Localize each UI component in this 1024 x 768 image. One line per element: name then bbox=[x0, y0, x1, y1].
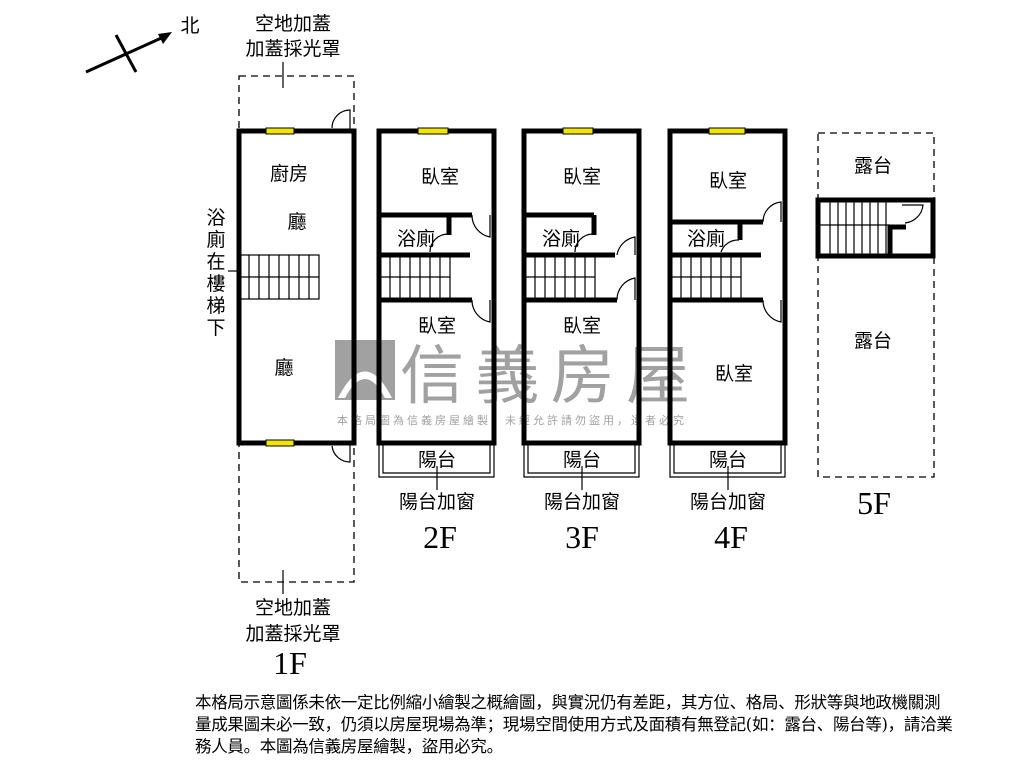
watermark-brand: 信義房屋 bbox=[400, 340, 690, 414]
room-bedroom-back: 臥室 bbox=[563, 315, 601, 337]
1f-bottom-note-2: 加蓋採光罩 bbox=[245, 623, 340, 645]
balcony-note: 陽台加窗 bbox=[544, 491, 620, 513]
balcony-note: 陽台加窗 bbox=[399, 491, 475, 513]
room-balcony: 陽台 bbox=[709, 449, 747, 471]
floor-label-5f: 5F bbox=[857, 485, 891, 521]
balcony-note: 陽台加窗 bbox=[690, 491, 766, 513]
room-balcony: 陽台 bbox=[563, 449, 601, 471]
1f-top-note-2: 加蓋採光罩 bbox=[245, 38, 340, 60]
window bbox=[265, 127, 295, 135]
terrace-back: 露台 bbox=[854, 330, 892, 352]
room-bath: 浴廁 bbox=[542, 227, 580, 250]
floor-label-1f: 1F bbox=[273, 645, 307, 681]
floor-5f: 露台 露台 5F bbox=[815, 132, 936, 521]
room-bath: 浴廁 bbox=[687, 227, 725, 250]
floor-label-4f: 4F bbox=[714, 519, 748, 555]
stairs bbox=[228, 254, 320, 300]
room-living-upper: 廳 bbox=[287, 211, 306, 233]
room-bath: 浴廁 bbox=[397, 227, 435, 250]
floor-label-3f: 3F bbox=[565, 519, 599, 555]
svg-text:下: 下 bbox=[206, 317, 225, 339]
floor-label-2f: 2F bbox=[423, 519, 457, 555]
bath-under-stairs-note: 浴 廁 在 樓 梯 下 bbox=[206, 207, 225, 339]
north-arrow: 北 bbox=[85, 15, 200, 74]
window bbox=[265, 439, 295, 447]
room-living-lower: 廳 bbox=[274, 357, 293, 379]
floor-1f: 空地加蓋 加蓋採光罩 廚房 廳 廳 浴 廁 在 樓 梯 下 空地加蓋 加蓋採光罩… bbox=[206, 13, 357, 681]
svg-text:樓: 樓 bbox=[206, 273, 225, 295]
svg-text:浴: 浴 bbox=[206, 207, 225, 229]
floor-4f: 臥室 浴廁 臥室 陽台 陽台加窗 4F bbox=[667, 127, 788, 555]
room-kitchen: 廚房 bbox=[270, 162, 308, 185]
disclaimer: 本格局示意圖係未依一定比例縮小繪製之概繪圖，與實況仍有差距，其方位、格局、形狀等… bbox=[195, 693, 953, 756]
room-bedroom-back: 臥室 bbox=[418, 315, 456, 337]
floor-3f: 臥室 浴廁 臥室 陽台 陽台加窗 3F bbox=[521, 127, 642, 555]
door bbox=[331, 109, 351, 131]
room-balcony: 陽台 bbox=[418, 449, 456, 471]
svg-text:廁: 廁 bbox=[206, 228, 225, 251]
brand-logo bbox=[335, 340, 395, 400]
watermark-notice: 本格局圖為信義房屋繪製，未經允許請勿盜用，違者必究 bbox=[337, 413, 687, 427]
room-bedroom-front: 臥室 bbox=[563, 166, 601, 188]
room-bedroom-back: 臥室 bbox=[715, 363, 753, 385]
terrace-front: 露台 bbox=[854, 155, 892, 177]
room-bedroom-front: 臥室 bbox=[709, 170, 747, 192]
svg-text:在: 在 bbox=[206, 251, 225, 273]
room-bedroom-front: 臥室 bbox=[421, 166, 459, 188]
svg-text:梯: 梯 bbox=[206, 295, 225, 317]
north-label: 北 bbox=[180, 15, 199, 37]
door bbox=[331, 443, 351, 463]
1f-top-note-1: 空地加蓋 bbox=[255, 13, 331, 35]
1f-bottom-note-1: 空地加蓋 bbox=[255, 597, 331, 619]
floor-2f: 臥室 浴廁 臥室 陽台 陽台加窗 2F bbox=[376, 127, 497, 555]
